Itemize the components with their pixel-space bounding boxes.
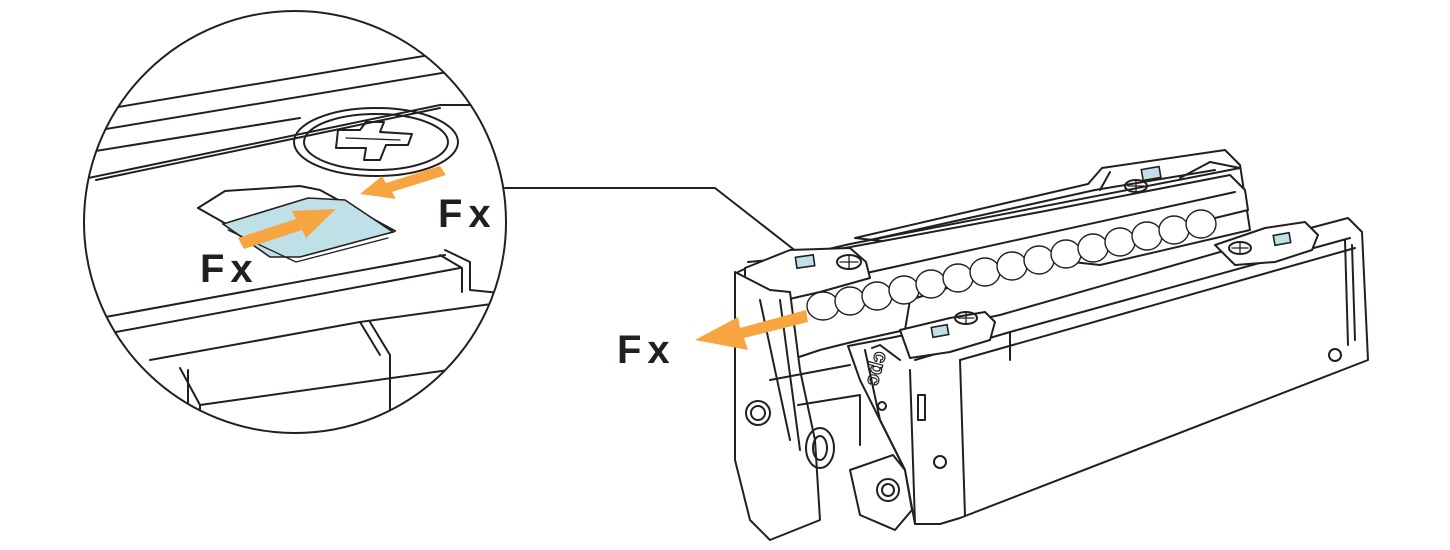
cross-screw-icon xyxy=(836,254,862,270)
leader-line xyxy=(504,187,798,253)
arrow-icon xyxy=(360,166,446,199)
arrow-icon xyxy=(238,209,336,249)
cross-screw-icon xyxy=(293,107,459,177)
force-label-main: Fx xyxy=(617,328,676,372)
ball-row xyxy=(806,209,1217,321)
guide-block: cpc xyxy=(695,149,1369,541)
cross-screw-icon xyxy=(954,311,978,325)
cross-screw-icon xyxy=(1228,241,1252,255)
force-label-detail-right: Fx xyxy=(438,192,497,236)
detail-magnifier: Fx Fx xyxy=(83,10,507,434)
force-label-detail-left: Fx xyxy=(200,247,259,291)
arrow-icon xyxy=(695,310,808,350)
